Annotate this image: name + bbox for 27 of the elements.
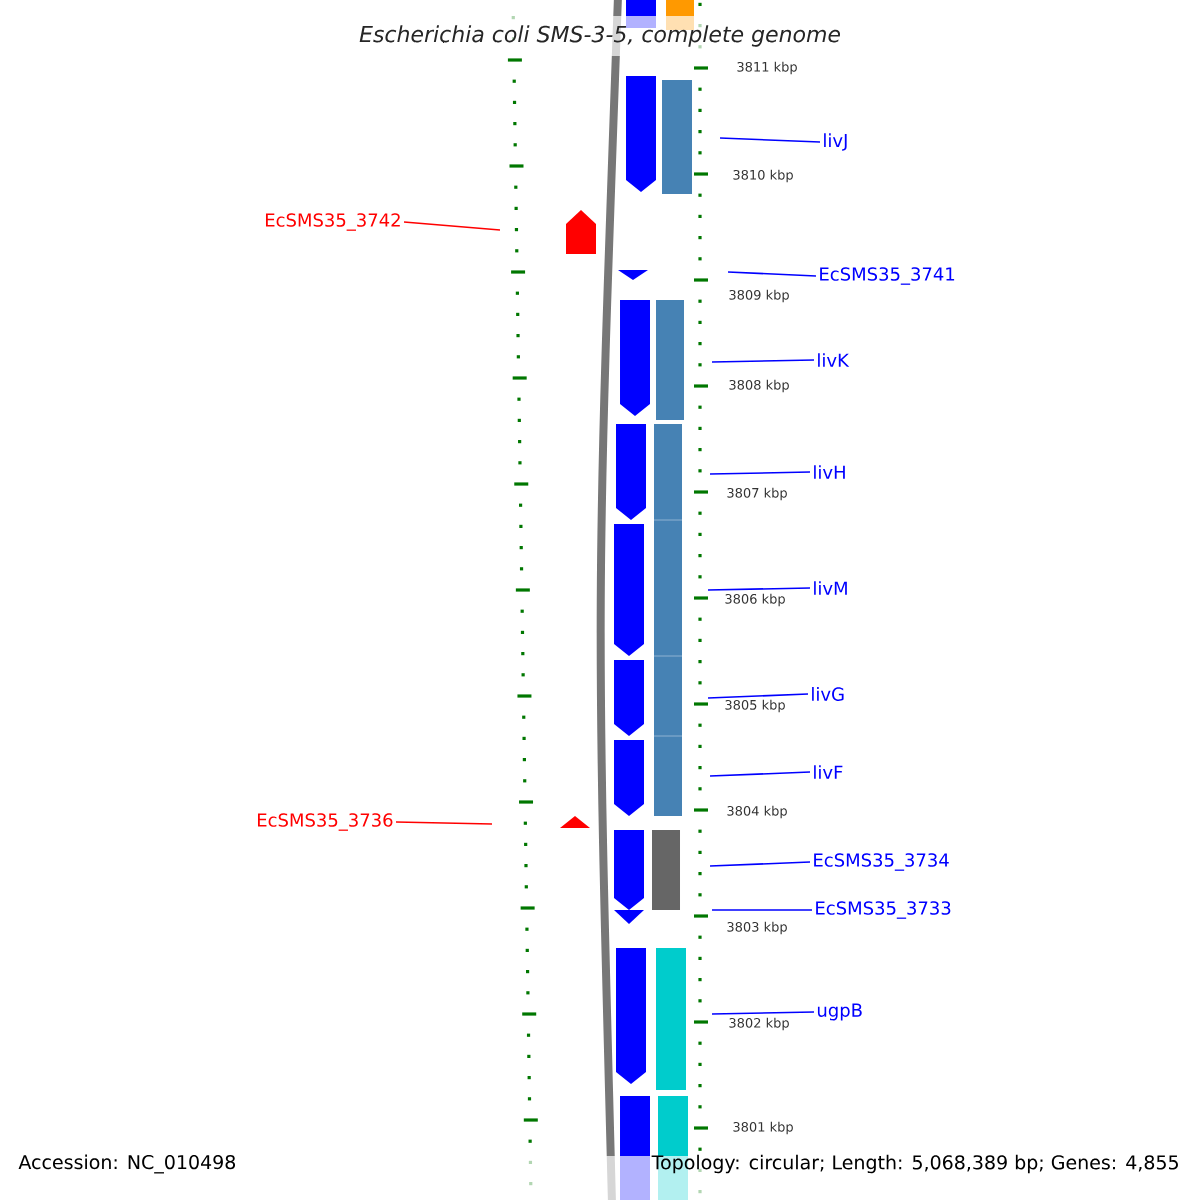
leader-line — [395, 821, 493, 825]
leader-line — [719, 137, 821, 143]
title: Escherichia coli SMS-3-5, complete genome — [359, 25, 840, 47]
leader-line — [709, 771, 811, 777]
leader-line — [711, 909, 813, 911]
gene-label: livJ — [824, 133, 847, 151]
gene-label: EcSMS35_3742 — [266, 213, 400, 231]
gene-label: livH — [814, 465, 845, 479]
leader-line — [711, 359, 815, 363]
gene-label: EcSMS35_3741 — [820, 267, 955, 285]
gene-label: livM — [814, 581, 847, 595]
accession-text: Accession: NC_010498 — [18, 1154, 236, 1174]
leader-line — [711, 1011, 815, 1015]
gene-label: EcSMS35_3734 — [814, 853, 949, 871]
gene-label: ugpB — [817, 1003, 862, 1021]
leader-line — [707, 587, 811, 591]
leader-line — [707, 693, 809, 699]
gene-label: livG — [812, 687, 844, 701]
gene-label: EcSMS35_3733 — [816, 901, 951, 919]
gene-label: livF — [814, 765, 843, 779]
leader-line — [709, 471, 811, 475]
leader-line — [709, 861, 811, 867]
leader-line — [727, 271, 817, 277]
summary-text: Topology: circular; Length: 5,068,389 bp; Genes: 4,855 — [651, 1154, 1178, 1174]
gene-label: livK — [818, 353, 850, 367]
gene-label: EcSMS35_3736 — [258, 813, 393, 831]
leader-line — [403, 221, 501, 231]
